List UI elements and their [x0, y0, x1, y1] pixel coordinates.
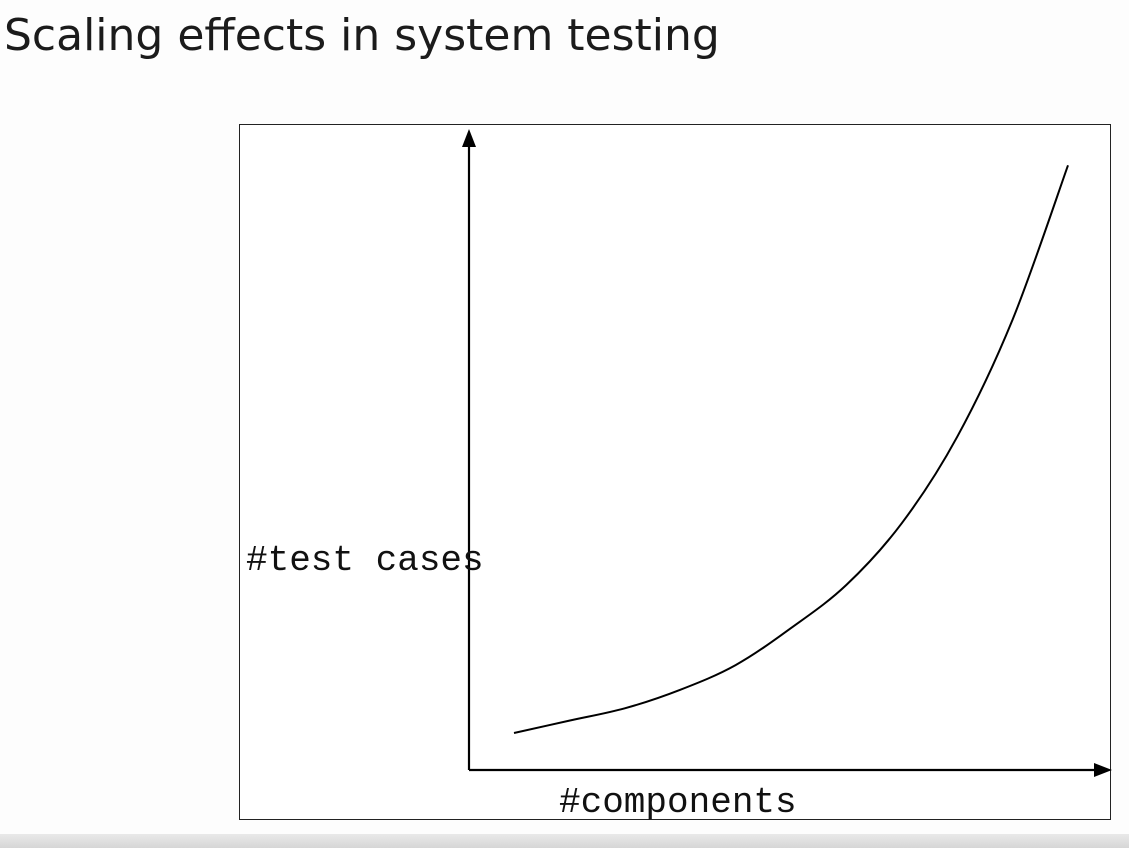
x-axis-label: #components [559, 782, 797, 823]
chart-frame: #test cases #components [239, 124, 1112, 823]
data-curve [513, 164, 1069, 734]
bottom-bar [0, 834, 1129, 848]
chart-svg: #test cases #components [246, 129, 1112, 823]
y-axis-label: #test cases [246, 540, 484, 581]
x-axis-arrow-icon [1094, 763, 1112, 777]
slide-title: Scaling effects in system testing [4, 10, 720, 61]
y-axis-arrow-icon [462, 129, 476, 147]
